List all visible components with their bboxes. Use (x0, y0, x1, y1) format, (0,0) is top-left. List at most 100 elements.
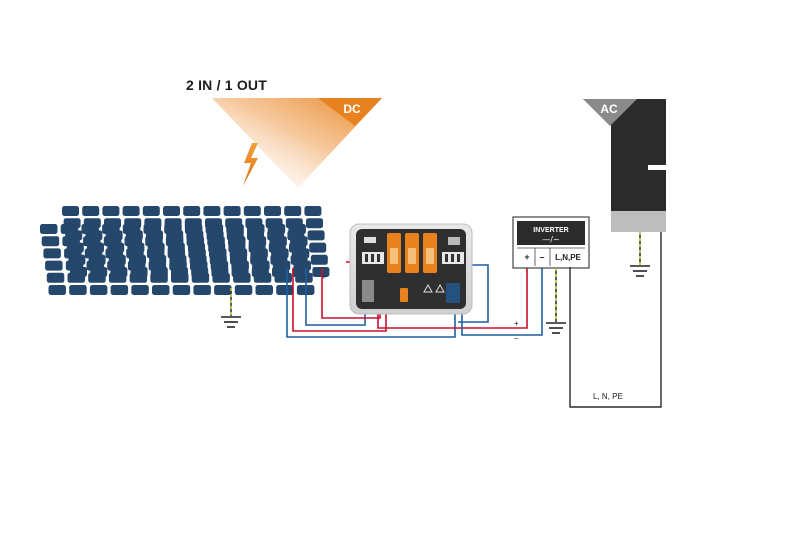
solar-cell (108, 272, 127, 283)
solar-cell (89, 285, 108, 295)
lightning-icon (243, 143, 258, 186)
solar-cell (312, 267, 330, 277)
solar-cell (152, 285, 170, 295)
solar-cell (183, 206, 201, 216)
solar-cell (306, 218, 323, 229)
solar-cell (148, 260, 167, 271)
solar-cell (288, 224, 306, 234)
pv-minus-label: – (302, 272, 307, 282)
solar-cell (126, 248, 144, 259)
solar-cell (64, 248, 82, 259)
solar-cell (290, 236, 308, 247)
solar-cell (250, 248, 268, 259)
solar-cell (226, 224, 244, 234)
pv-ground-icon (221, 288, 241, 328)
solar-cell (40, 224, 58, 234)
solar-cell (171, 272, 189, 283)
solar-cell (48, 285, 66, 295)
solar-cell (248, 236, 267, 247)
solar-cell (150, 272, 168, 283)
solar-cell (269, 236, 287, 247)
solar-cell (164, 224, 182, 234)
solar-cell (131, 285, 149, 295)
solar-cell (243, 206, 261, 216)
solar-cell (172, 285, 191, 295)
solar-cell (167, 248, 186, 259)
solar-cell (169, 260, 187, 271)
solar-cell (207, 236, 225, 247)
dc-plus-label: + (514, 319, 519, 328)
solar-cell (46, 272, 65, 283)
solar-cell (267, 224, 286, 234)
solar-cell (62, 236, 80, 247)
solar-cell (165, 236, 184, 247)
solar-cell (233, 272, 251, 283)
inverter-symbol: —/~ (542, 235, 559, 244)
solar-cell (122, 224, 141, 234)
solar-cell (188, 248, 206, 259)
combiner-box (349, 223, 473, 315)
solar-cell (102, 224, 120, 234)
solar-cell (229, 248, 248, 259)
solar-cell (252, 260, 270, 271)
solar-cell (186, 236, 205, 247)
solar-cell (276, 285, 294, 295)
solar-cell (247, 224, 265, 234)
solar-cell (143, 224, 161, 234)
solar-cell (129, 272, 148, 283)
solar-cell (105, 248, 123, 259)
solar-cell (142, 206, 160, 216)
solar-cell (193, 285, 211, 295)
dc-beam: DC (212, 98, 382, 188)
solar-cell (228, 236, 246, 247)
solar-cell (264, 206, 281, 216)
solar-cell (81, 224, 99, 234)
solar-cell (103, 236, 122, 247)
solar-cell (146, 248, 165, 259)
solar-cell (122, 206, 140, 216)
solar-cell (272, 260, 291, 271)
pv-plus-label: + (321, 272, 326, 282)
solar-cell (67, 272, 85, 283)
solar-cell (304, 206, 322, 216)
inverter-title: INVERTER (533, 227, 568, 234)
solar-cell (271, 248, 289, 259)
solar-cell (209, 248, 227, 259)
solar-cell (82, 206, 100, 216)
ac-label: AC (600, 102, 618, 116)
solar-cell (190, 260, 208, 271)
dc-minus-label: – (514, 334, 519, 343)
inverter-box: INVERTER —/~ + – L,N,PE (512, 216, 590, 269)
inverter-plus-terminal: + (524, 252, 529, 262)
solar-cell (212, 272, 230, 283)
solar-cell (145, 236, 163, 247)
solar-cell (65, 260, 84, 271)
ac-ground-icon (630, 232, 650, 277)
solar-cell (291, 248, 310, 259)
solar-cell (60, 224, 79, 234)
solar-cell (203, 206, 221, 216)
solar-cell (124, 236, 142, 247)
solar-cell (45, 260, 63, 271)
ac-building: AC (583, 99, 668, 232)
ac-wiring (569, 232, 662, 408)
solar-cell (110, 285, 129, 295)
solar-cell (210, 260, 229, 271)
solar-cell (62, 206, 79, 216)
solar-cell (214, 285, 232, 295)
solar-cell (191, 272, 210, 283)
solar-cell (234, 285, 253, 295)
solar-cell (88, 272, 106, 283)
ac-line-label: L, N, PE (593, 392, 623, 401)
solar-cell (310, 254, 328, 265)
solar-cell (255, 285, 273, 295)
solar-cell (107, 260, 125, 271)
solar-cell (309, 242, 327, 253)
solar-cell (83, 236, 101, 247)
inverter-minus-terminal: – (539, 252, 544, 262)
diagram-title: 2 IN / 1 OUT (186, 77, 267, 93)
solar-panel-front (40, 224, 315, 295)
solar-cell (69, 285, 87, 295)
inverter-ground-icon (546, 268, 566, 334)
